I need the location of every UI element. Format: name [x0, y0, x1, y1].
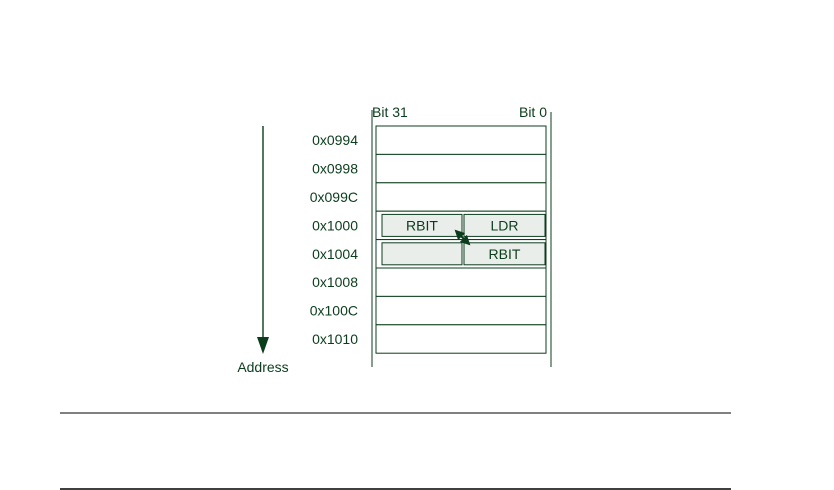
arrow-down-icon [257, 337, 269, 354]
address-label: 0x1008 [312, 274, 358, 290]
address-label: 0x0994 [312, 132, 358, 148]
swap-arrow-icon [454, 229, 471, 246]
memory-word-cell [375, 267, 547, 297]
halfword-high-box [381, 242, 463, 266]
bit-0-label: Bit 0 [519, 104, 547, 120]
address-label: 0x0998 [312, 161, 358, 177]
halfword-low-label: RBIT [489, 246, 521, 262]
address-label: 0x1004 [312, 246, 358, 262]
memory-word-cell [375, 153, 547, 184]
address-label: 0x100C [310, 303, 358, 319]
address-axis-label: Address [237, 359, 288, 375]
memory-word-cell [375, 295, 547, 326]
halfword-high-box [381, 213, 463, 237]
halfword-low-box [463, 213, 546, 237]
memory-word-cell [375, 125, 547, 155]
halfword-high-label: RBIT [406, 217, 438, 233]
address-label: 0x1010 [312, 331, 358, 347]
halfword-low-box [463, 242, 546, 266]
halfword-low-label: LDR [490, 217, 518, 233]
bit-31-label: Bit 31 [372, 104, 408, 120]
address-label: 0x1000 [312, 217, 358, 233]
memory-word-cell [375, 324, 547, 354]
memory-word-cell [375, 182, 547, 212]
address-label: 0x099C [310, 189, 358, 205]
